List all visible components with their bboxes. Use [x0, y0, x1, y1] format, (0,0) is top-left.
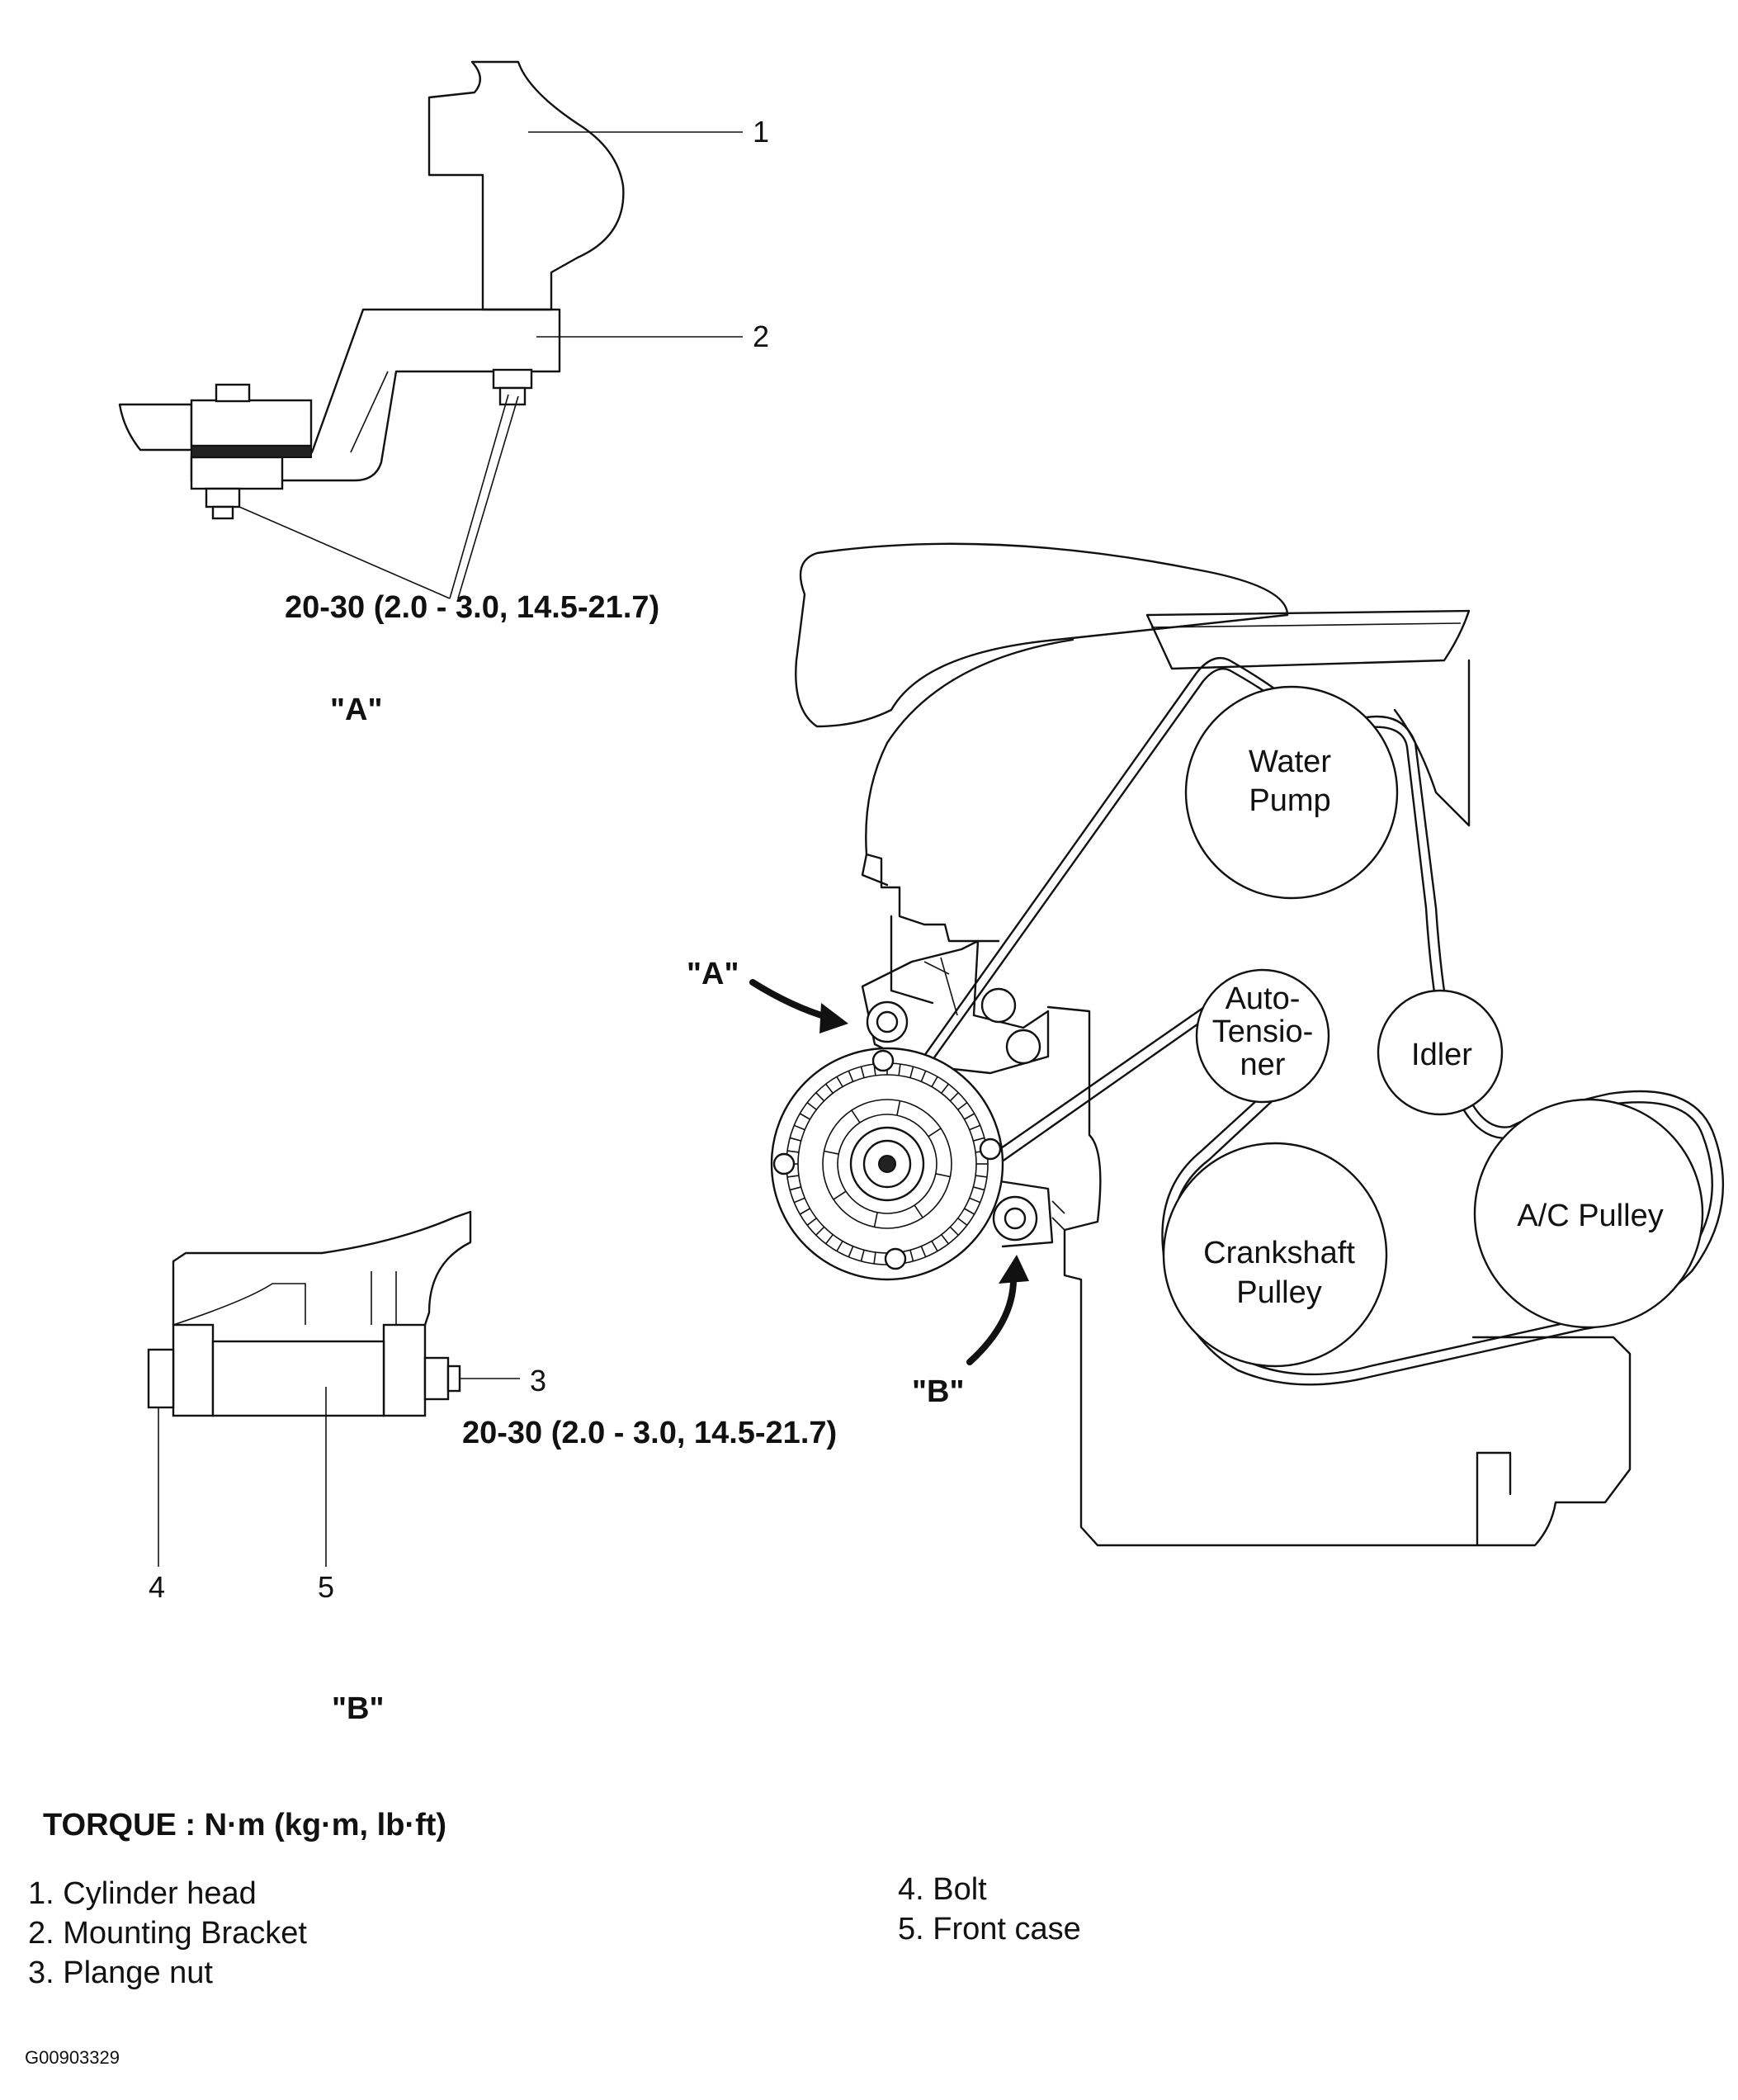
water-pump-label-2: Pump [1249, 783, 1330, 818]
alternator-fin [836, 1241, 843, 1252]
alternator-fin [975, 1175, 988, 1178]
pointer-a-label: "A" [687, 957, 739, 991]
alternator-fin [973, 1186, 985, 1191]
alternator-spoke [833, 1190, 847, 1200]
cylinder-head-part [427, 60, 625, 311]
legend-right-column: 4. Bolt 5. Front case [898, 1870, 1081, 1949]
alternator-fin [931, 1241, 938, 1252]
auto-tensioner-label-1: Auto- [1226, 981, 1301, 1016]
alternator-fin [806, 1102, 817, 1110]
alternator-fin [957, 1102, 968, 1110]
detail-b-drawing [147, 1210, 520, 1567]
detail-a-drawing [118, 60, 743, 599]
alternator-fin [793, 1197, 805, 1204]
alternator-fin [789, 1137, 801, 1142]
alternator-fin [860, 1250, 865, 1262]
alternator-spoke [914, 1204, 923, 1218]
auto-tensioner-pulley [1195, 968, 1330, 1104]
alternator-fin [969, 1197, 981, 1204]
legend-item-1: 1. Cylinder head [28, 1876, 257, 1911]
callout-5: 5 [318, 1570, 334, 1604]
alternator-fin [949, 1092, 959, 1102]
legend-item-4: 4. Bolt [898, 1872, 987, 1907]
alternator-fin [815, 1226, 825, 1236]
alternator-fin [931, 1076, 938, 1087]
callout-2: 2 [753, 319, 769, 353]
alternator-assembly [770, 939, 1065, 1281]
water-pump-pulley [1184, 685, 1399, 900]
alternator-spoke [873, 1212, 878, 1227]
alternator-fin [964, 1208, 975, 1215]
engine-outline [795, 542, 1632, 1547]
ac-pulley [1473, 1098, 1704, 1329]
figure-code: G00903329 [25, 2047, 120, 2068]
idler-label: Idler [1411, 1038, 1472, 1072]
alternator-fin [957, 1218, 968, 1226]
alternator-fin [786, 1150, 800, 1153]
alternator-fin [836, 1076, 843, 1087]
alternator-fin [825, 1234, 834, 1245]
alternator-spoke [935, 1173, 951, 1178]
alternator-fin [815, 1092, 825, 1102]
alternator-fin [941, 1083, 949, 1094]
legend-item-3: 3. Plange nut [28, 1956, 213, 1990]
alternator-fin [825, 1083, 834, 1094]
legend-item-5: 5. Front case [898, 1912, 1081, 1946]
alternator-fin [898, 1063, 901, 1076]
alternator-fin [909, 1250, 914, 1262]
alternator-fin [799, 1208, 810, 1215]
engine-flange-part [118, 403, 193, 452]
pulleys [1162, 685, 1704, 1368]
alternator-fin [969, 1124, 981, 1131]
alternator-fin [949, 1226, 959, 1236]
pointer-b-label: "B" [912, 1374, 964, 1409]
torque-units-heading: TORQUE : N·m (kg·m, lb·ft) [43, 1808, 447, 1842]
crankshaft-label-2: Pulley [1236, 1275, 1322, 1310]
callout-3: 3 [530, 1364, 546, 1398]
alternator-fin [786, 1175, 800, 1178]
alternator-fin [973, 1137, 985, 1142]
alternator-fin [848, 1246, 854, 1258]
alternator-fin [806, 1218, 817, 1226]
idler-pulley [1377, 989, 1504, 1116]
alternator-fin [860, 1066, 865, 1078]
alternator-fin [941, 1234, 949, 1245]
alternator-spoke [824, 1150, 839, 1155]
alternator-fin [848, 1070, 854, 1082]
legend-item-2: 2. Mounting Bracket [28, 1916, 307, 1951]
alternator-fin [873, 1251, 876, 1265]
alternator-fin [909, 1066, 914, 1078]
water-pump-label-1: Water [1249, 745, 1331, 779]
callout-4: 4 [149, 1570, 165, 1604]
alternator-spoke [896, 1100, 901, 1116]
crankshaft-label-1: Crankshaft [1203, 1236, 1355, 1270]
detail-b-torque: 20-30 (2.0 - 3.0, 14.5-21.7) [462, 1416, 837, 1450]
alternator-spoke [851, 1109, 861, 1123]
callout-1: 1 [753, 115, 769, 149]
alternator-fin [964, 1113, 975, 1120]
detail-b-view-label: "B" [332, 1691, 384, 1726]
auto-tensioner-label-3: ner [1240, 1048, 1286, 1082]
ac-pulley-label: A/C Pulley [1517, 1199, 1663, 1233]
legend-left-column: 1. Cylinder head 2. Mounting Bracket 3. … [28, 1874, 307, 1993]
crankshaft-pulley [1162, 1142, 1388, 1368]
alternator-fin [920, 1246, 927, 1258]
alternator-fin [799, 1113, 810, 1120]
alternator-spoke [928, 1128, 942, 1138]
detail-a-torque: 20-30 (2.0 - 3.0, 14.5-21.7) [285, 590, 659, 625]
front-case-part [172, 1210, 472, 1327]
auto-tensioner-label-2: Tensio- [1212, 1015, 1314, 1049]
alternator-fin [793, 1124, 805, 1131]
detail-a-view-label: "A" [330, 693, 382, 727]
alternator-fin [789, 1186, 801, 1191]
alternator-fin [920, 1070, 927, 1082]
